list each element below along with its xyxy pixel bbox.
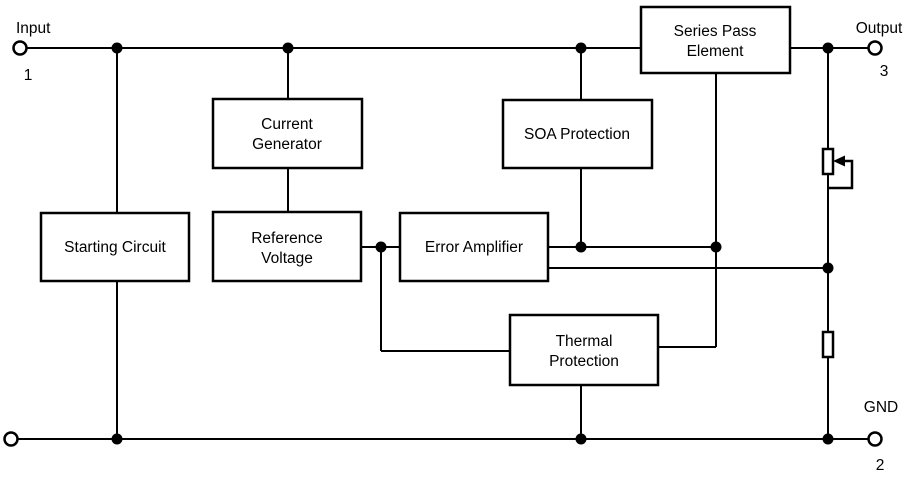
junction-dot	[111, 42, 123, 54]
error-amplifier-label: Error Amplifier	[425, 239, 523, 256]
output-pin-number: 3	[880, 63, 889, 80]
wiper-arrow-icon	[833, 155, 845, 167]
junction-dots	[111, 42, 834, 445]
junction-dot	[575, 241, 587, 253]
junction-dot	[575, 42, 587, 54]
block-reference-voltage: Reference Voltage	[211, 210, 363, 283]
junction-dot	[111, 433, 123, 445]
block-series-pass-element: Series Pass Element	[639, 5, 792, 75]
current-generator-box	[211, 97, 364, 170]
junction-dot	[375, 241, 387, 253]
wiper-link-wire	[828, 159, 854, 190]
series-pass-element-box	[639, 5, 792, 75]
block-starting-circuit: Starting Circuit	[39, 211, 191, 283]
terminal-bottom-left	[3, 431, 19, 447]
thermal-protection-box	[508, 313, 660, 387]
adjustable-resistor	[821, 147, 854, 190]
fixed-resistor-body	[821, 330, 835, 359]
junction-dot	[575, 433, 587, 445]
adjustable-resistor-body	[821, 147, 835, 176]
series-pass-element-label-line2: Element	[687, 43, 745, 60]
error-amplifier-box	[398, 211, 550, 283]
thermal-protection-label-line2: Protection	[549, 353, 619, 370]
output-terminal-label: Output	[856, 20, 903, 37]
starting-circuit-box	[39, 211, 191, 283]
junction-dot	[822, 262, 834, 274]
junction-dot	[710, 241, 722, 253]
input-terminal-label: Input	[16, 20, 51, 37]
gnd-pin-number: 2	[876, 457, 885, 474]
fixed-resistor	[821, 330, 835, 359]
junction-dot	[282, 42, 294, 54]
junction-dot	[822, 433, 834, 445]
soa-protection-label: SOA Protection	[524, 126, 630, 143]
thermal-protection-label-line1: Thermal	[556, 333, 613, 350]
soa-protection-box	[501, 98, 654, 170]
bottom-left-terminal-icon	[3, 431, 19, 447]
series-pass-element-label-line1: Series Pass	[674, 23, 757, 40]
input-pin-number: 1	[24, 67, 33, 84]
output-terminal-icon	[867, 40, 883, 56]
block-current-generator: Current Generator	[211, 97, 364, 170]
terminal-gnd: GND 2	[864, 399, 898, 474]
junction-dot	[822, 42, 834, 54]
block-soa-protection: SOA Protection	[501, 98, 654, 170]
terminal-output: Output 3	[856, 20, 903, 80]
reference-voltage-label-line1: Reference	[251, 230, 323, 247]
terminal-input: Input 1	[12, 20, 51, 84]
gnd-terminal-icon	[867, 431, 883, 447]
block-thermal-protection: Thermal Protection	[508, 313, 660, 387]
block-error-amplifier: Error Amplifier	[398, 211, 550, 283]
gnd-terminal-label: GND	[864, 399, 898, 416]
starting-circuit-label: Starting Circuit	[64, 239, 166, 256]
input-terminal-icon	[12, 40, 28, 56]
current-generator-label-line1: Current	[261, 116, 313, 133]
current-generator-label-line2: Generator	[252, 136, 322, 153]
reference-voltage-box	[211, 210, 363, 283]
reference-voltage-label-line2: Voltage	[261, 250, 313, 267]
